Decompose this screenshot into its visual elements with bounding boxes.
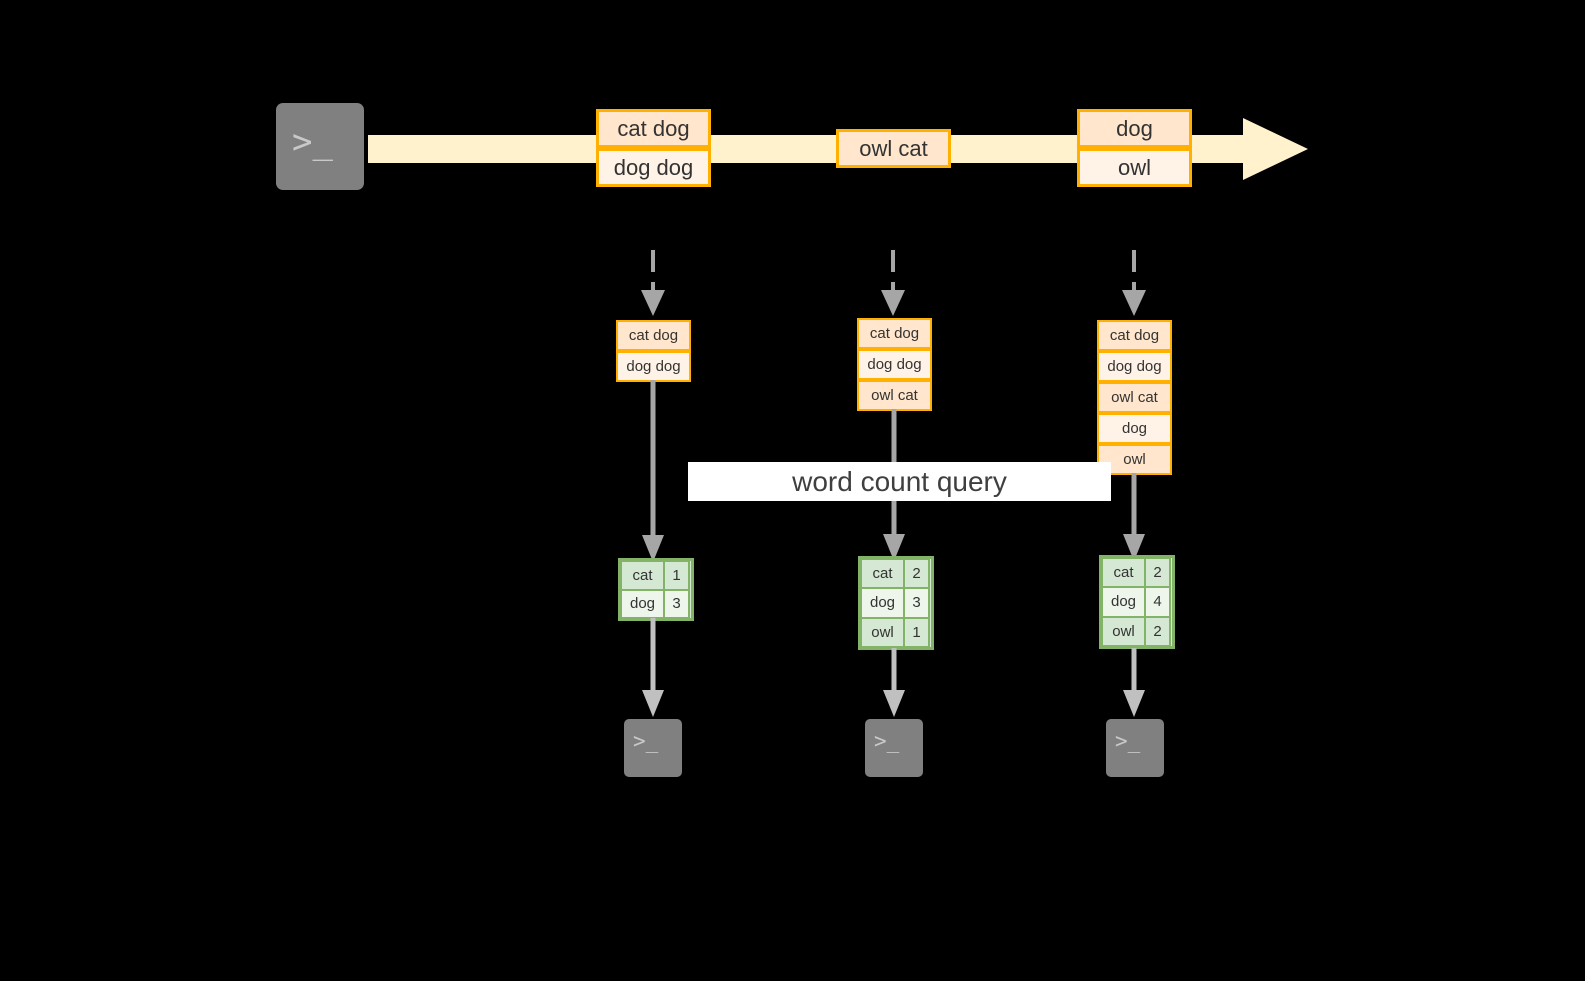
stream-record: owl <box>1077 148 1192 187</box>
output-connector-icon <box>642 618 664 717</box>
table-cell-count: 2 <box>903 558 930 590</box>
sink-terminal-icon: >_ <box>1099 712 1171 784</box>
table-cell-word: dog <box>860 587 905 619</box>
result-table: cat 2 dog 3 owl 1 <box>858 556 934 650</box>
snapshot-record-text: owl cat <box>1111 389 1158 406</box>
stream-record: owl cat <box>836 129 951 168</box>
snapshot-record-text: dog dog <box>1107 358 1162 375</box>
snapshot-record-text: dog dog <box>867 356 922 373</box>
table-cell-word: dog <box>1101 586 1146 618</box>
sink-terminal-icon: >_ <box>617 712 689 784</box>
output-connector-icon <box>1123 648 1145 717</box>
table-cell-word: cat <box>1101 557 1146 589</box>
prompt-glyph: >_ <box>633 729 659 753</box>
dashed-connector-icon <box>881 250 905 316</box>
result-table: cat 2 dog 4 owl 2 <box>1099 555 1175 649</box>
stream-record-text: owl <box>1117 154 1151 180</box>
source-terminal-icon: >_ <box>267 94 373 199</box>
snapshot-record: cat dog <box>1097 320 1172 351</box>
snapshot-record: cat dog <box>616 320 691 351</box>
table-row: dog 3 <box>620 588 691 619</box>
table-cell-count: 1 <box>663 560 690 591</box>
table-row: owl 1 <box>860 616 931 648</box>
stream-record-text: dog dog <box>613 154 694 180</box>
snapshot-record: dog dog <box>616 351 691 382</box>
table-row: cat 1 <box>620 560 691 591</box>
dashed-connector-icon <box>1122 250 1146 316</box>
table-row: cat 2 <box>1101 557 1172 589</box>
table-row: cat 2 <box>860 558 931 590</box>
query-label: word count query <box>688 462 1111 501</box>
sink-terminal-icon: >_ <box>858 712 930 784</box>
snapshot-record-text: owl cat <box>871 387 918 404</box>
table-cell-word: cat <box>620 560 665 591</box>
snapshot-record-text: dog <box>1121 420 1148 437</box>
result-table: cat 1 dog 3 <box>618 558 694 621</box>
stream-record-text: owl cat <box>859 135 928 161</box>
table-cell-count: 3 <box>663 588 690 619</box>
table-row: owl 2 <box>1101 615 1172 647</box>
snapshot-record: dog dog <box>857 349 932 380</box>
snapshot-record: dog <box>1097 413 1172 444</box>
table-cell-word: dog <box>620 588 665 619</box>
snapshot-record: dog dog <box>1097 351 1172 382</box>
snapshot-record-text: cat dog <box>628 327 679 344</box>
table-cell-word: owl <box>1101 615 1146 647</box>
snapshot-record-text: cat dog <box>1109 327 1160 344</box>
table-cell-count: 3 <box>903 587 930 619</box>
query-connector-icon <box>1123 473 1145 561</box>
query-label-text: word count query <box>792 465 1007 497</box>
prompt-glyph: >_ <box>292 122 333 162</box>
stream-record-text: cat dog <box>617 115 690 141</box>
stream-record: cat dog <box>596 109 711 148</box>
table-cell-count: 2 <box>1144 557 1171 589</box>
snapshot-record: owl cat <box>1097 382 1172 413</box>
table-cell-count: 1 <box>903 616 930 648</box>
prompt-glyph: >_ <box>1115 729 1141 753</box>
snapshot-record-text: cat dog <box>869 325 920 342</box>
table-cell-count: 4 <box>1144 586 1171 618</box>
dashed-connector-icon <box>641 250 665 316</box>
table-cell-count: 2 <box>1144 615 1171 647</box>
stream-record-text: dog <box>1116 115 1153 141</box>
table-cell-word: owl <box>860 616 905 648</box>
stream-record: dog dog <box>596 148 711 187</box>
output-connector-icon <box>883 648 905 717</box>
query-connector-icon <box>642 380 664 562</box>
stream-record: dog <box>1077 109 1192 148</box>
snapshot-record-text: dog dog <box>626 358 681 375</box>
prompt-glyph: >_ <box>874 729 900 753</box>
snapshot-record: cat dog <box>857 318 932 349</box>
snapshot-record: owl cat <box>857 380 932 411</box>
table-row: dog 4 <box>1101 586 1172 618</box>
table-cell-word: cat <box>860 558 905 590</box>
table-row: dog 3 <box>860 587 931 619</box>
snapshot-record-text: owl <box>1123 451 1146 468</box>
